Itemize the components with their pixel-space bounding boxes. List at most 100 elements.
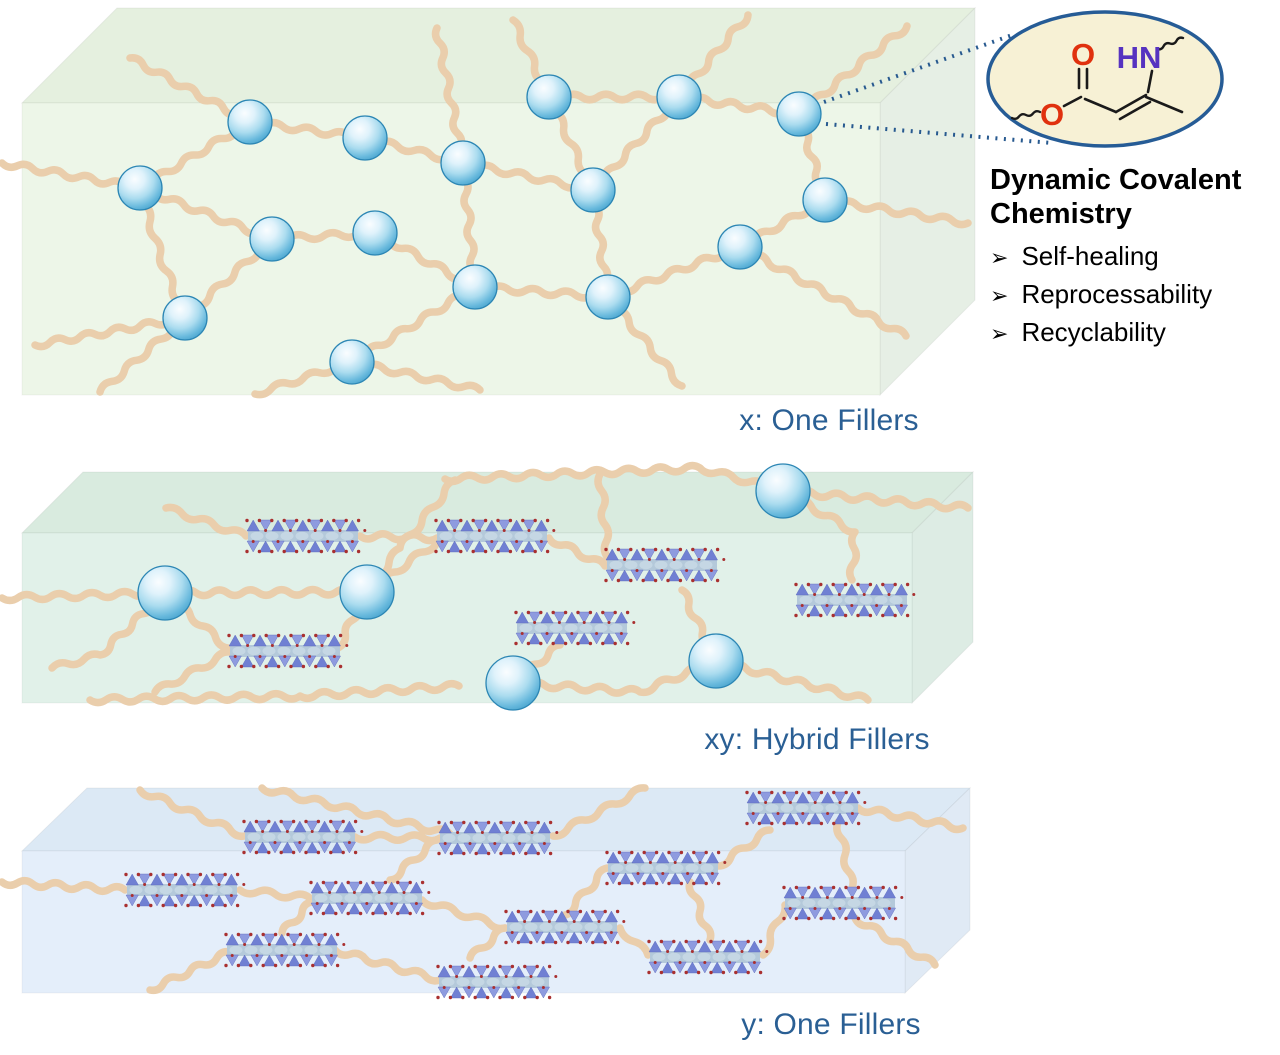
polymer-chain: [795, 22, 911, 118]
nanosheet-filler: [745, 790, 867, 826]
polymer-chain: [331, 946, 444, 985]
atom-label-ester-o: O: [1040, 97, 1064, 132]
polymer-chain: [736, 243, 910, 340]
nanosheet-filler: [514, 610, 636, 646]
filler-sphere: [688, 633, 744, 689]
nanosheet-filler: [794, 582, 916, 618]
polymer-chain: [161, 585, 371, 600]
filler-sphere: [227, 99, 273, 145]
nanosheet-filler: [782, 885, 904, 921]
filler-sphere: [570, 167, 616, 213]
polymer-chain: [431, 24, 467, 167]
filler-sphere: [249, 216, 295, 262]
filler-sphere: [162, 295, 208, 341]
label-x-one-fillers: x: One Fillers: [739, 404, 919, 437]
filler-sphere: [585, 274, 631, 320]
nanosheet-filler: [309, 880, 431, 916]
nanosheet-filler: [245, 518, 367, 554]
callout-bullet-label: Self-healing: [1021, 241, 1159, 272]
filler-sphere: [755, 463, 811, 519]
callout-text-block: Dynamic Covalent Chemistry ➢Self-healing…: [990, 163, 1280, 355]
polymer-chain: [146, 947, 234, 995]
polymer-chain: [779, 486, 972, 513]
filler-sphere: [339, 564, 395, 620]
callout-bullet-item: ➢Self-healing: [990, 241, 1280, 272]
polymer-chain: [356, 530, 441, 545]
polymer-chain: [561, 864, 611, 919]
polymer-box-middle: [0, 461, 975, 711]
chemistry-zoom-ellipse: [986, 10, 1224, 148]
nanosheet-filler: [437, 820, 559, 856]
callout-bullet-label: Reprocessability: [1021, 279, 1213, 310]
nanosheet-filler: [242, 819, 364, 855]
polymer-chain: [31, 312, 189, 351]
nanosheet-filler: [647, 939, 769, 975]
polymer-chain: [351, 830, 444, 845]
label-y-one-fillers: y: One Fillers: [741, 1008, 921, 1041]
polymer-chain: [714, 826, 774, 870]
callout-bullet-item: ➢ Recyclability: [990, 317, 1280, 348]
polymer-box-top: [0, 6, 977, 399]
polymer-chain: [0, 586, 169, 605]
nanosheet-filler: [124, 872, 246, 908]
filler-sphere: [440, 140, 486, 186]
filler-sphere: [452, 264, 498, 310]
polymer-chain: [821, 196, 972, 229]
filler-sphere: [137, 565, 193, 621]
filler-sphere: [342, 115, 388, 161]
filler-sphere: [656, 74, 702, 120]
chemistry-callout: OO HN: [823, 10, 1224, 148]
atom-label-hn: HN: [1117, 40, 1162, 75]
polymer-chain: [348, 283, 479, 366]
polymer-chain: [759, 901, 789, 959]
zoom-callout-line: [825, 122, 1053, 145]
polymer-chain: [851, 914, 939, 969]
filler-sphere: [485, 655, 541, 711]
polymer-chain: [604, 242, 744, 301]
filler-sphere: [717, 224, 763, 270]
callout-bullets: ➢Self-healing ➢ Reprocessability ➢ Recyclabi…: [990, 241, 1280, 348]
callout-title-line1: Dynamic Covalent: [990, 164, 1242, 196]
callout-title: Dynamic Covalent Chemistry: [990, 163, 1280, 231]
nanosheet-filler: [224, 932, 346, 968]
filler-sphere: [352, 210, 398, 256]
box-top-face: [20, 471, 975, 534]
nanosheet-filler: [604, 547, 726, 583]
polymer-chain: [136, 786, 249, 841]
polymer-chain: [86, 680, 463, 707]
polymer-chain: [545, 534, 609, 570]
vinylogous-urethane-structure: OO HN: [1010, 36, 1185, 132]
polymer-chain: [278, 898, 316, 937]
callout-bullet-label: Recyclability: [1021, 317, 1166, 348]
polymer-chain: [594, 470, 613, 562]
polymer-chain: [441, 461, 704, 486]
polymer-chain: [151, 648, 234, 696]
nanosheet-filler: [605, 850, 727, 886]
bullet-arrow-icon: ➢: [990, 321, 1009, 347]
filler-sphere: [776, 91, 822, 137]
polymer-chain: [136, 183, 276, 243]
callout-title-line2: Chemistry: [990, 198, 1132, 231]
polymer-chain: [854, 804, 967, 834]
bullet-arrow-icon: ➢: [990, 283, 1009, 309]
polymer-chain: [549, 784, 649, 840]
polymer-chain: [685, 878, 715, 944]
label-xy-hybrid-fillers: xy: Hybrid Fillers: [704, 723, 930, 756]
polymer-chain: [386, 836, 441, 884]
filler-sphere: [802, 177, 848, 223]
nanosheet-filler: [227, 633, 349, 669]
polymer-chain: [0, 159, 144, 194]
polymer-chain: [126, 54, 254, 126]
callout-bullet-item: ➢ Reprocessability: [990, 279, 1280, 310]
nanosheet-filler: [436, 964, 558, 1000]
atom-label-carbonyl-o: O: [1071, 37, 1095, 72]
filler-sphere: [329, 339, 375, 385]
polymer-chain: [162, 503, 250, 540]
polymer-chain: [236, 886, 314, 902]
polymer-chain: [258, 784, 454, 838]
nanosheet-filler: [504, 909, 626, 945]
polymer-chain: [833, 818, 857, 892]
nanosheet-filler: [434, 518, 556, 554]
